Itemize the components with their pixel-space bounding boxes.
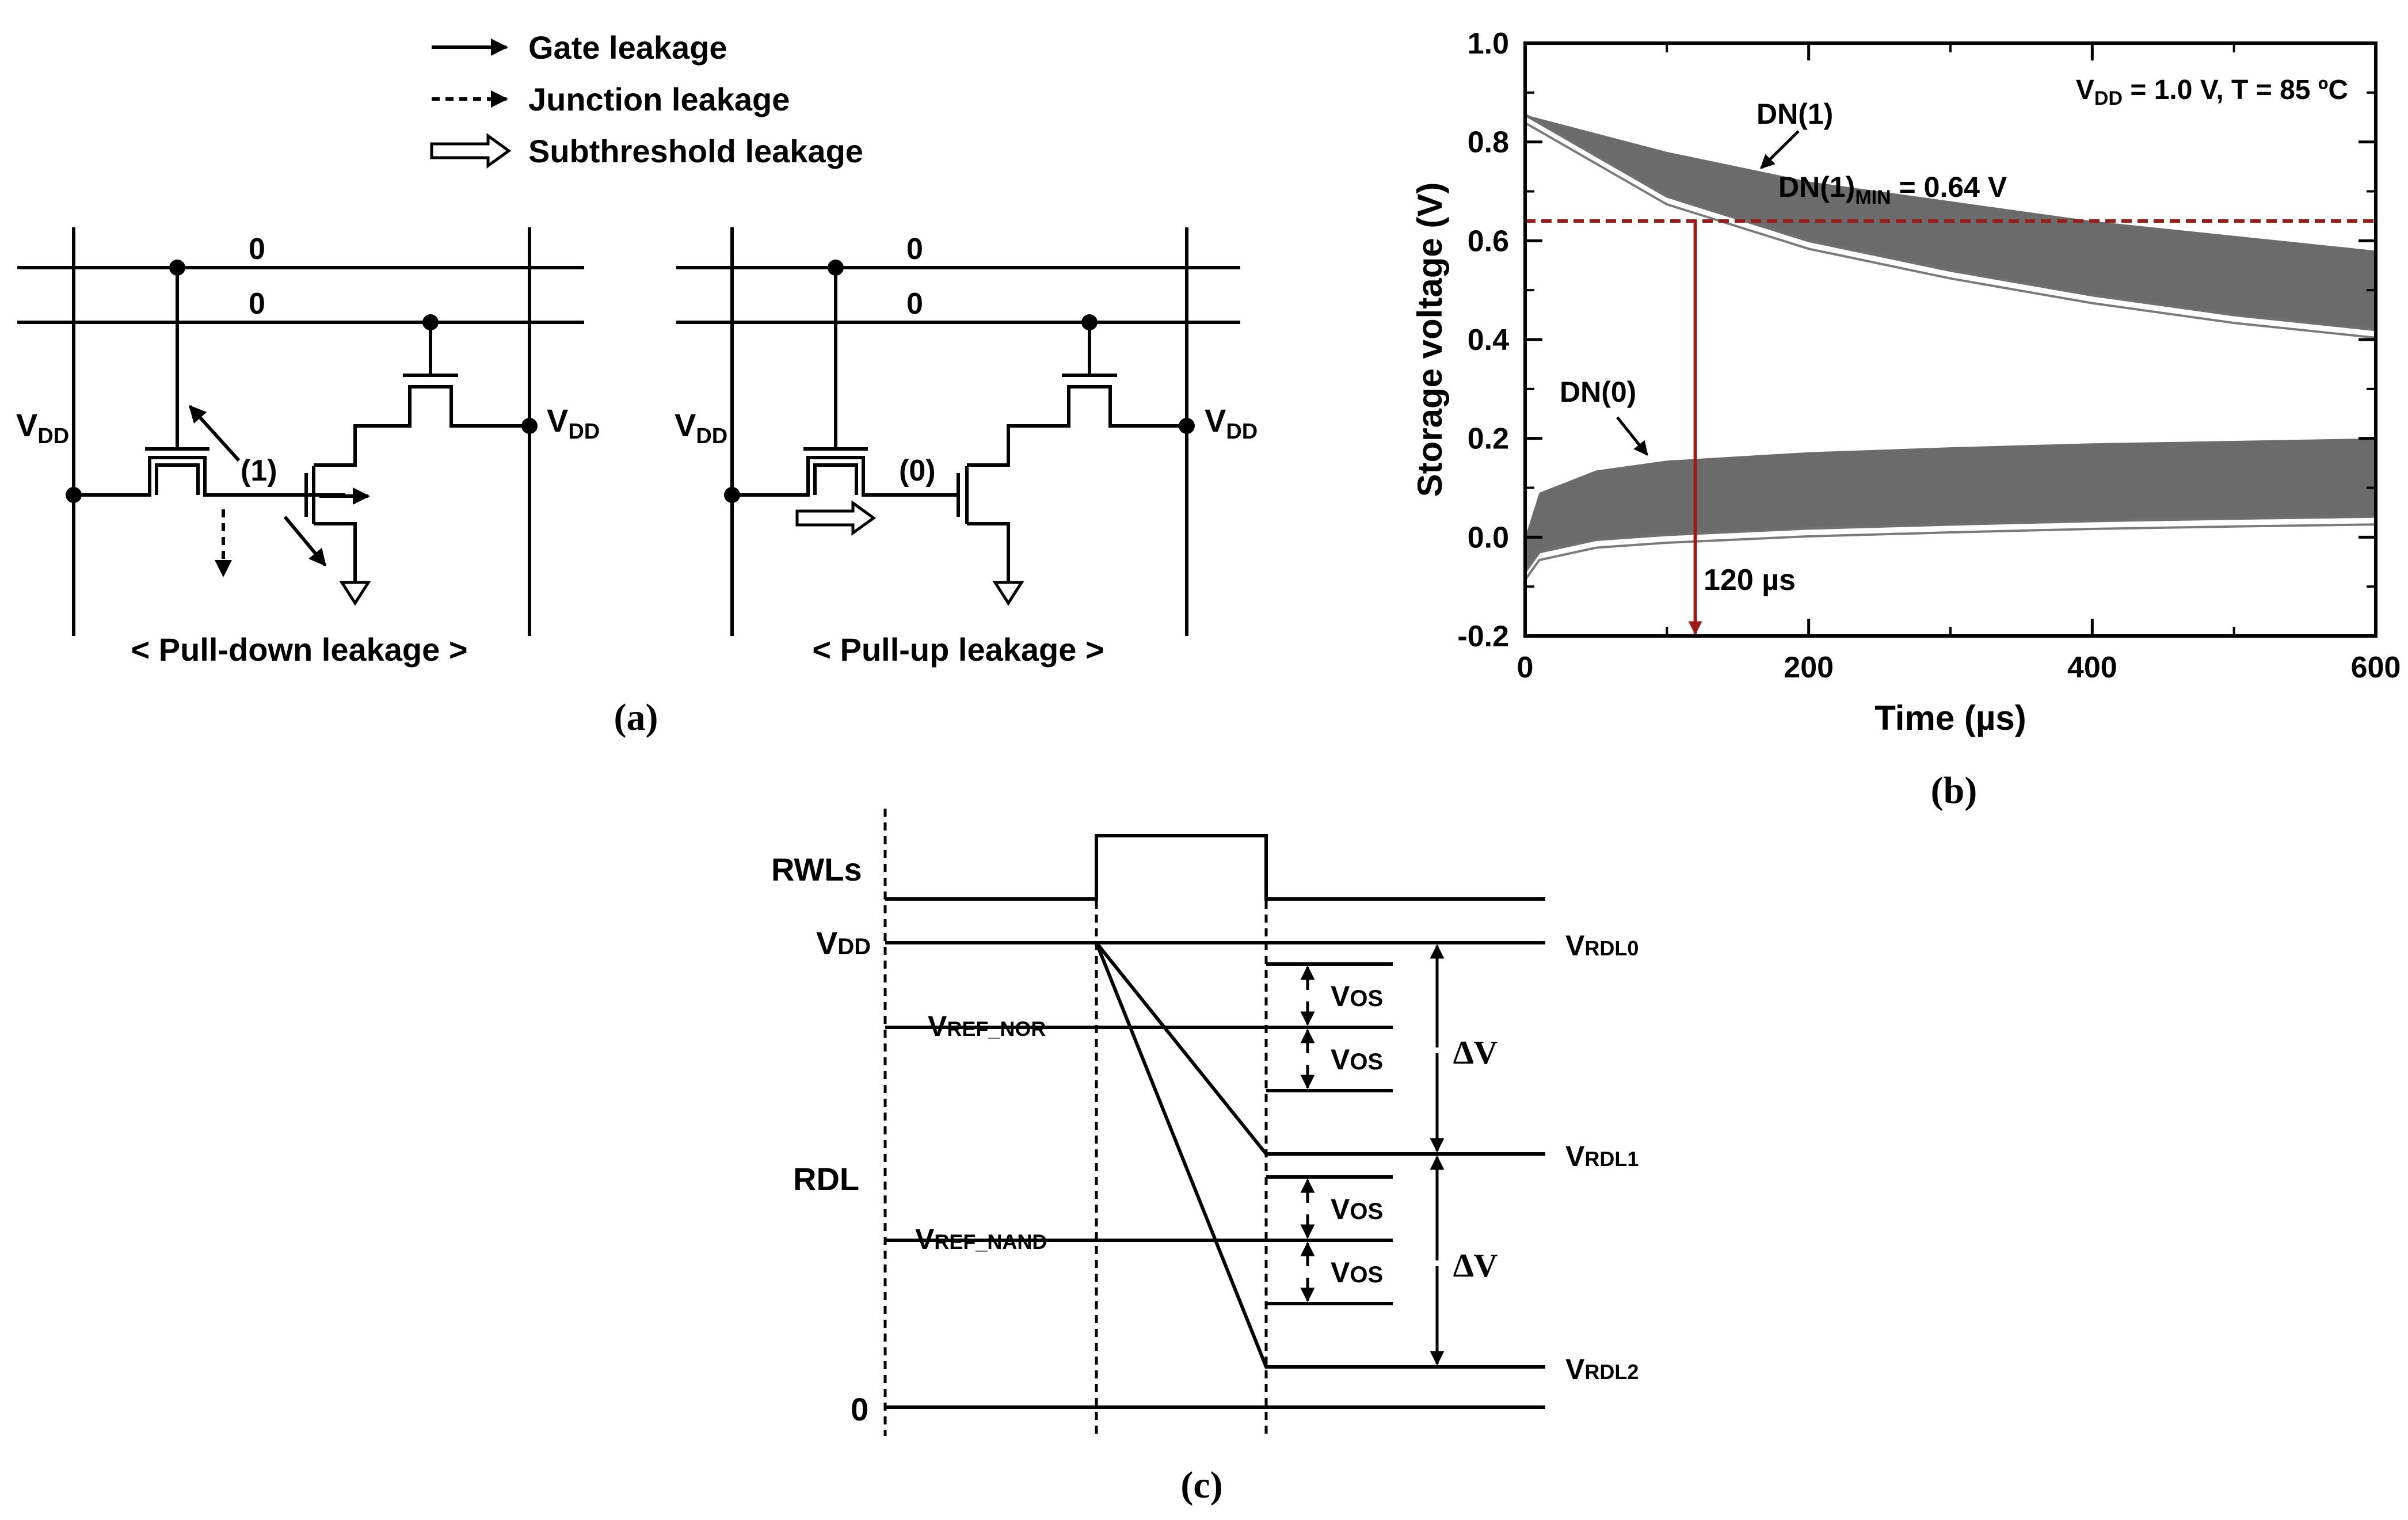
vos-label: VOS	[1331, 1043, 1383, 1076]
y-tick-label: 0.4	[1468, 323, 1509, 357]
legend: Gate leakage Junction leakage Subthresho…	[430, 29, 863, 169]
plot-frame	[1523, 41, 2377, 638]
gate-leakage-arrow-icon	[283, 516, 327, 567]
legend-junction: Junction leakage	[528, 81, 790, 117]
vos-label: VOS	[1331, 980, 1383, 1012]
vrdl0-label: VRDL0	[1565, 929, 1639, 962]
y-tick-label: 0.2	[1468, 422, 1509, 456]
zero-level-label: 0	[851, 1391, 868, 1427]
y-axis-label: Storage voltage (V)	[1411, 182, 1449, 497]
vos-label: VOS	[1331, 1193, 1383, 1225]
vdd-level-label: VDD	[816, 925, 871, 961]
rdl-label: RDL	[793, 1161, 859, 1197]
x-axis-label: Time (µs)	[1874, 699, 2026, 737]
y-tick-label: 1.0	[1468, 27, 1509, 60]
series-band-1	[1525, 438, 2376, 572]
legend-subthreshold: Subthreshold leakage	[528, 133, 863, 169]
ground-icon	[339, 581, 371, 606]
time-marker-label: 120 µs	[1704, 563, 1796, 597]
vref-nand-label: VREF_NAND	[915, 1223, 1047, 1255]
panel-a-caption: (a)	[614, 696, 658, 738]
delta-v-label: ∆V	[1453, 1247, 1498, 1284]
vos-label: VOS	[1331, 1256, 1383, 1289]
wordline-value-2: 0	[249, 287, 265, 321]
storage-node-label: (0)	[899, 454, 936, 487]
ground-icon	[992, 581, 1024, 606]
dn1-pointer-arrow-icon	[1760, 130, 1800, 169]
vdd-label: VDD	[675, 407, 727, 448]
condition-label: VDD = 1.0 V, T = 85 ºC	[2076, 75, 2348, 109]
vdd-label: VDD	[1205, 402, 1258, 444]
vrdl1-discharge	[1095, 942, 1545, 1156]
x-tick-label: 600	[2351, 651, 2401, 684]
y-tick-label: 0.0	[1468, 521, 1509, 554]
dn0-label: DN(0)	[1560, 376, 1636, 408]
gate-leakage-arrow-icon	[188, 405, 241, 462]
x-tick-label: 200	[1784, 651, 1834, 684]
storage-node-label: (1)	[241, 454, 277, 487]
wordline-value-1: 0	[249, 233, 265, 266]
vrdl1-label: VRDL1	[1565, 1140, 1639, 1172]
pull-up-caption: < Pull-up leakage >	[812, 631, 1104, 668]
vrdl2-discharge	[1095, 942, 1545, 1369]
pull-down-leakage-schematic: 0 0 VDD VDD (1) < Pull-down leakage >	[16, 227, 600, 668]
y-tick-label: -0.2	[1457, 620, 1509, 653]
wordline-value-2: 0	[906, 287, 923, 321]
series-outlier-curve-0	[1525, 121, 2376, 339]
panel-b-caption: (b)	[1931, 769, 1978, 812]
y-tick-label: 0.6	[1468, 224, 1509, 258]
dn1-threshold-label: DN(1)MIN = 0.64 V	[1778, 171, 2007, 208]
storage-voltage-chart: -0.2 0.0 0.2 0.4 0.6 0.8 1.0 0 200 400 600 Time (µ…	[1411, 27, 2401, 737]
vrdl2-label: VRDL2	[1565, 1353, 1639, 1385]
vdd-label: VDD	[547, 402, 600, 444]
dn0-pointer-arrow-icon	[1616, 416, 1648, 456]
rwl-pulse	[885, 834, 1545, 901]
series-lower-edge-0	[1524, 113, 2376, 332]
subthreshold-leakage-arrow-icon	[430, 133, 512, 169]
pull-down-caption: < Pull-down leakage >	[131, 631, 467, 668]
read-timing-diagram: RWLs VDD RDL 0 VREF_NOR VREF_NAND VOS VO…	[771, 809, 1639, 1436]
y-tick-label: 0.8	[1468, 126, 1509, 159]
vref-nor-label: VREF_NOR	[928, 1010, 1046, 1042]
legend-gate: Gate leakage	[528, 29, 727, 66]
delta-v-label: ∆V	[1453, 1034, 1498, 1071]
vdd-label: VDD	[16, 407, 69, 448]
rwls-label: RWLs	[771, 851, 862, 887]
dn1-label: DN(1)	[1757, 98, 1833, 130]
x-tick-label: 0	[1517, 651, 1534, 684]
series-outlier-curve-1	[1524, 523, 2376, 581]
panel-c-caption: (c)	[1180, 1464, 1222, 1506]
pull-up-leakage-schematic: 0 0 VDD VDD (0) < Pull-up leakage >	[675, 227, 1258, 668]
wordline-value-1: 0	[906, 233, 923, 266]
x-tick-label: 400	[2067, 651, 2117, 684]
series-lower-edge-1	[1523, 515, 2376, 573]
subthreshold-leakage-arrow-icon	[795, 500, 877, 536]
